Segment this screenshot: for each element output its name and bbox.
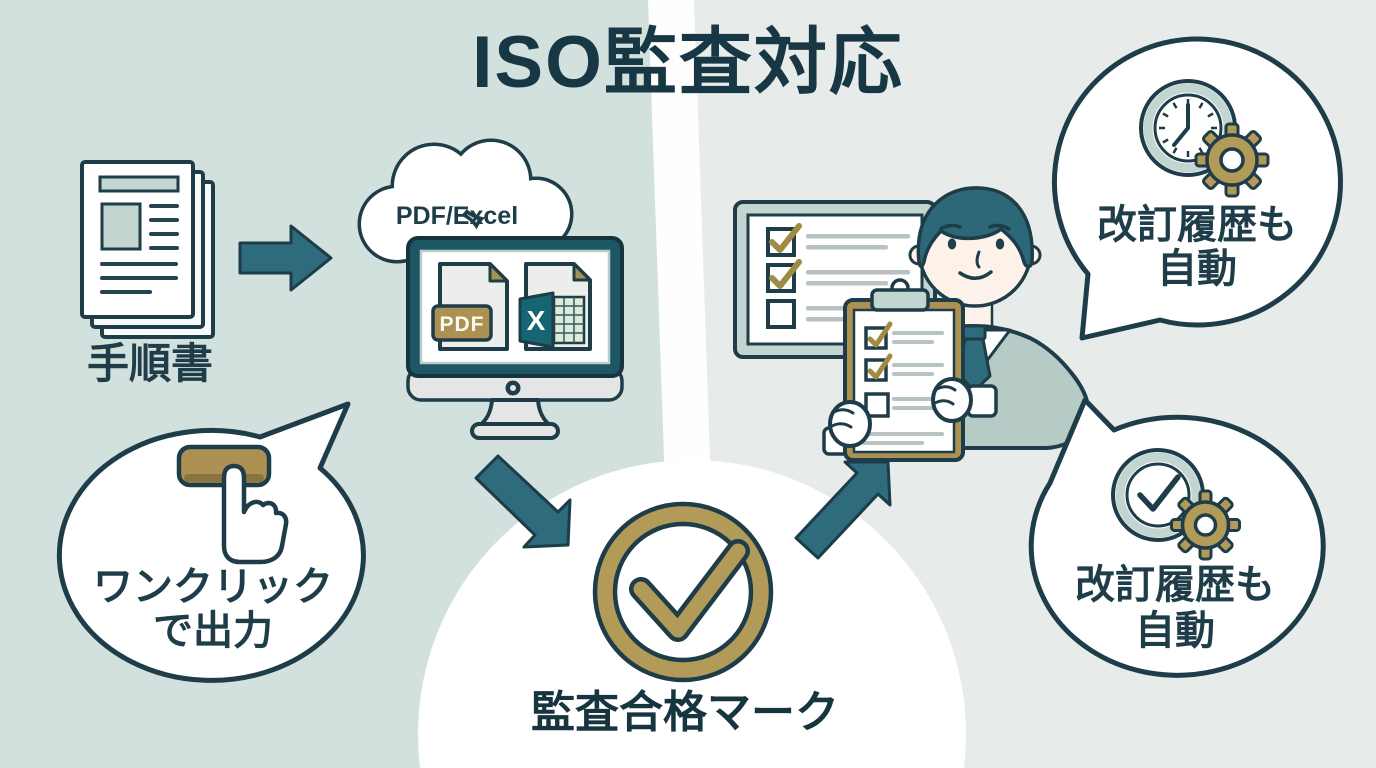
history-bubble-bottom-line2: 自動 [1135, 609, 1215, 653]
click-bubble-line1: ワンクリック [93, 565, 333, 609]
click-bubble-line2: で出力 [153, 609, 273, 653]
arrow-down-right-icon [474, 454, 572, 549]
clock-check-gear-icon [1111, 448, 1241, 561]
document-label: 手順書 [86, 340, 213, 387]
arrow-right-icon [238, 224, 333, 292]
hair [916, 186, 1034, 269]
excel-letter-label: X [527, 305, 546, 336]
pdf-badge-label: PDF [440, 313, 485, 336]
document-stack-icon [80, 160, 215, 339]
audit-mark-label: 監査合格マーク [531, 688, 839, 737]
cloud-label: PDF/Excel [396, 202, 518, 230]
page-title: ISO監査対応 [472, 22, 904, 103]
pointing-hand-icon [221, 463, 289, 565]
click-bubble [56, 401, 366, 683]
history-bubble-top-line2: 自動 [1157, 247, 1237, 291]
arrow-up-right-icon [794, 460, 892, 560]
history-bubble-bottom [1028, 397, 1326, 678]
history-bubble-bottom-line1: 改訂履歴も [1075, 563, 1275, 607]
check-ring-icon [592, 501, 774, 683]
clock-gear-icon [1139, 79, 1270, 198]
history-bubble-top-line1: 改訂履歴も [1097, 203, 1297, 247]
excel-file-icon: X [518, 262, 592, 351]
history-bubble-top [1051, 36, 1343, 341]
holding-hands [828, 377, 973, 448]
pdf-file-icon: PDF [431, 262, 509, 351]
monitor-icon: PDF X [406, 236, 624, 440]
clipboard-icon [822, 278, 998, 462]
cloud-icon: PDF/Excel [357, 138, 574, 283]
